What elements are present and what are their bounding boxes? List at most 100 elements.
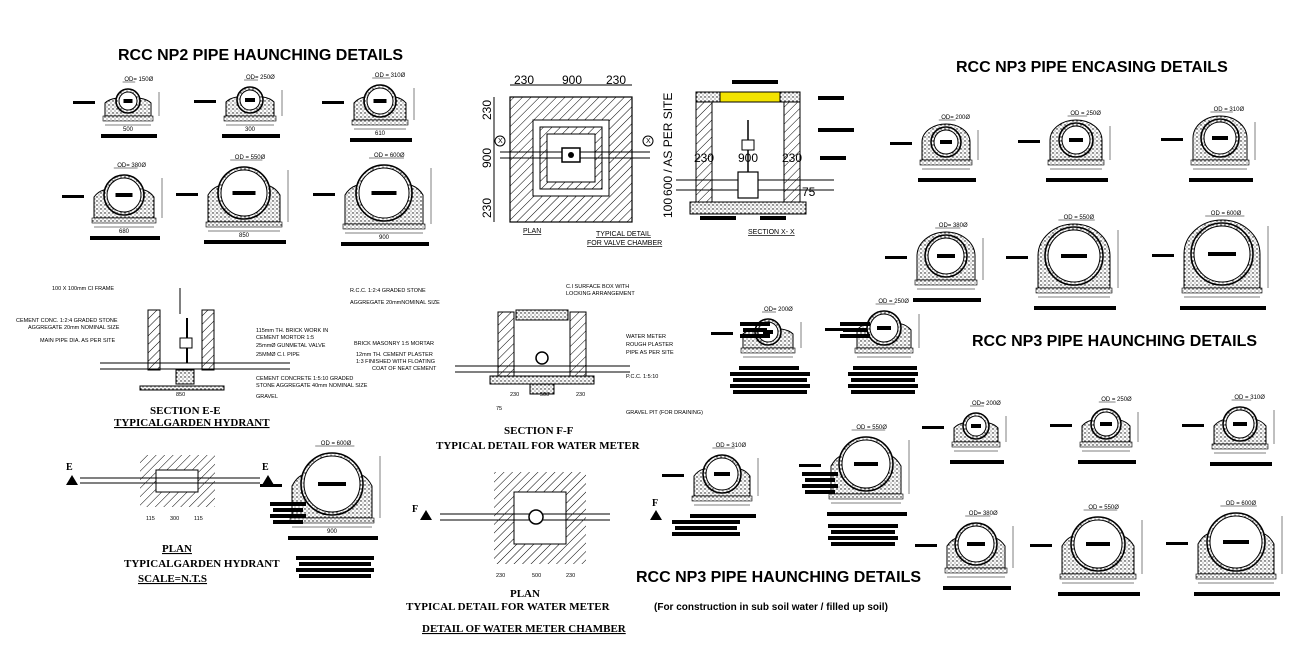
- hydrant-note-brick-1: 115mm TH. BRICK WORK IN: [256, 328, 328, 334]
- np3-haunch-600: OD = 600Ø: [1166, 501, 1283, 596]
- label-stack-4: [828, 524, 898, 546]
- label-bar: [851, 378, 915, 382]
- label-bar: [730, 372, 810, 376]
- pipe-label-bar: [971, 424, 981, 428]
- base-layer: [1211, 443, 1269, 450]
- base-layer: [223, 115, 277, 122]
- pipe-label-bar: [245, 98, 255, 102]
- label-bar: [831, 530, 895, 534]
- hydrant-plan-dim-1: 115: [146, 516, 155, 522]
- heading-np2-haunching: RCC NP2 PIPE HAUNCHING DETAILS: [118, 47, 403, 64]
- label-stack-9: [840, 322, 870, 338]
- pipe-od-label: OD= 150Ø: [124, 77, 153, 83]
- pipe-base-label: 300: [245, 127, 256, 133]
- valve-section-dim-2: 900: [738, 151, 758, 165]
- meter-section-caption: TYPICAL DETAIL FOR WATER METER: [436, 440, 641, 452]
- valve-section-dim-3: 230: [782, 151, 802, 165]
- label-bar: [805, 478, 835, 482]
- base-layer: [102, 115, 154, 122]
- label-bar: [840, 322, 870, 326]
- label-bar: [1189, 178, 1253, 182]
- base-layer: [854, 347, 914, 354]
- hydrant-note-gravel: GRAVEL: [256, 394, 278, 400]
- label-bar: [1046, 178, 1108, 182]
- pipe-label-bar: [373, 99, 387, 103]
- callout-bar: [1182, 424, 1204, 427]
- pipe-label-bar: [232, 191, 256, 195]
- valve-chamber-plan: X X 230 900 230 230 900 230 PLAN TYPICAL…: [480, 73, 662, 247]
- pipe-od-label: OD= 250Ø: [246, 75, 275, 81]
- callout-bar: [62, 195, 84, 198]
- pipe-od-label: OD = 550Ø: [856, 425, 887, 431]
- pipe-label-bar: [371, 191, 397, 195]
- label-stack-5: [672, 520, 740, 536]
- np3-encase-200: OD= 200Ø: [890, 115, 979, 182]
- pipe-label-bar: [763, 330, 773, 334]
- label-bar: [1078, 460, 1136, 464]
- label-bar: [805, 490, 835, 494]
- pipe-label-bar: [1223, 540, 1249, 544]
- label-stack-7: [296, 556, 374, 578]
- meter-note-pipe: PIPE AS PER SITE: [626, 350, 674, 356]
- pipe-label-bar: [123, 99, 133, 103]
- hydrant-section-caption: TYPICALGARDEN HYDRANT: [114, 417, 270, 429]
- label-bar: [828, 536, 898, 540]
- base-layer: [91, 217, 157, 224]
- label-bar: [101, 134, 157, 138]
- label-bar: [1180, 306, 1266, 310]
- label-bar: [730, 384, 810, 388]
- pipe-label-bar: [1233, 422, 1247, 426]
- hydrant-dim-850: 850: [176, 392, 185, 398]
- hydrant-note-valve: 25mmØ GUNMETAL VALVE: [256, 343, 326, 349]
- pipe-base-label: 900: [327, 529, 338, 535]
- label-bar: [743, 328, 767, 332]
- label-bar: [690, 514, 756, 518]
- pipe-label-bar: [318, 482, 346, 486]
- valve-section-side-dim: 600 / AS PER SITE: [661, 93, 675, 196]
- valve-section-label: SECTION X- X: [748, 229, 795, 236]
- base-layer: [914, 279, 978, 286]
- base-layer: [205, 221, 283, 228]
- np3-haunch-550: OD = 550Ø: [1030, 505, 1143, 596]
- pipe-od-label: OD = 310Ø: [716, 443, 747, 449]
- callout-bar: [176, 193, 198, 196]
- callout-bar: [73, 101, 95, 104]
- callout-bar: [322, 101, 344, 104]
- label-stack-1: [730, 372, 810, 394]
- meter-plan-caption: TYPICAL DETAIL FOR WATER METER: [406, 601, 611, 613]
- meter-note-plaster-3: COAT OF NEAT CEMENT: [372, 366, 437, 372]
- label-bar: [831, 542, 895, 546]
- pipe-base-label: 850: [239, 233, 250, 239]
- label-stack-6: [270, 502, 306, 524]
- label-bar: [827, 512, 907, 516]
- meter-section-dim-2: 500: [540, 392, 549, 398]
- pipe-od-label: OD = 250Ø: [1101, 397, 1132, 403]
- callout-bar: [1018, 140, 1040, 143]
- garden-hydrant-plan: E E 115 300 115 PLAN TYPICALGARDEN HYDRA…: [66, 455, 280, 585]
- mid-haunch-550: OD = 550Ø: [799, 425, 910, 516]
- np3-encase-310: OD = 310Ø: [1161, 107, 1256, 182]
- meter-note-box-1: C.I SURFACE BOX WITH: [566, 284, 629, 290]
- hydrant-note-cc-1: CEMENT CONCRETE 1:5:10 GRADED: [256, 376, 353, 382]
- pipe-label-bar: [940, 140, 952, 144]
- base-layer: [1059, 573, 1137, 580]
- np2-pipe-250: OD= 250Ø 300: [194, 75, 283, 138]
- hydrant-scale: SCALE=N.T.S: [138, 573, 207, 585]
- heading-np3-haunching-bottom: RCC NP3 PIPE HAUNCHING DETAILS: [636, 569, 921, 586]
- label-bar: [222, 134, 280, 138]
- hydrant-note-ci-pipe: 25MMØ C.I. PIPE: [256, 352, 300, 358]
- callout-bar: [890, 142, 912, 145]
- meter-note-pcc: P.C.C. 1:5:10: [626, 374, 658, 380]
- pipe-od-label: OD= 200Ø: [941, 115, 970, 121]
- meter-note-rcc-1: R.C.C. 1:2:4 GRADED STONE: [350, 288, 426, 294]
- valve-dim-top-2: 900: [562, 73, 582, 87]
- valve-section-dim-1: 230: [694, 151, 714, 165]
- meter-note-rough: ROUGH PLASTER: [626, 342, 673, 348]
- mid-haunch-310: OD = 310Ø: [662, 443, 759, 518]
- pipe-od-label: OD = 600Ø: [1226, 501, 1257, 507]
- pipe-od-label: OD = 310Ø: [1234, 395, 1265, 401]
- label-bar: [341, 242, 429, 246]
- label-bar: [851, 390, 915, 394]
